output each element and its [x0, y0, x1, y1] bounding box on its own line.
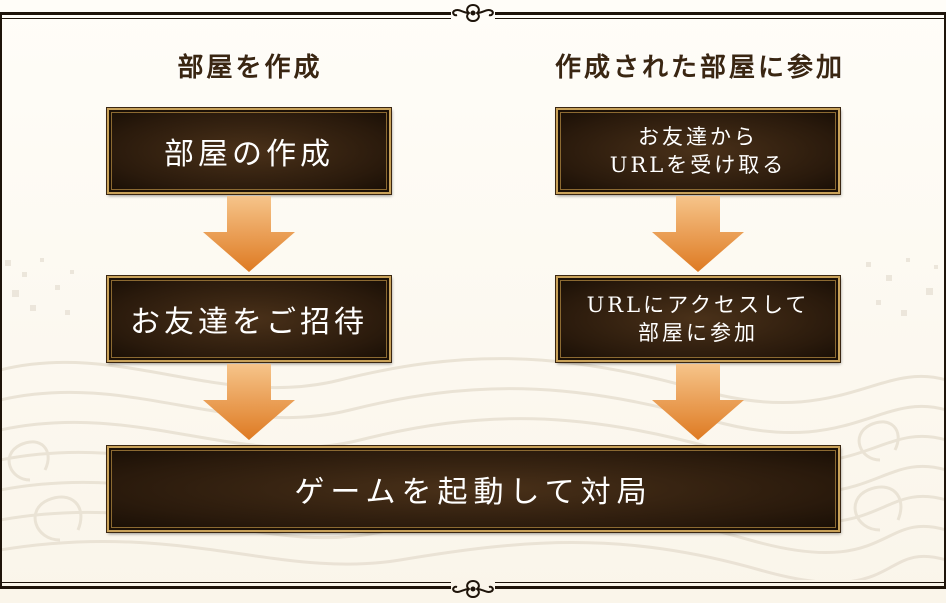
receive-url-step: お友達から URLを受け取る [555, 107, 841, 195]
down-arrow-icon [203, 196, 295, 272]
decorative-squares-right [866, 258, 938, 316]
join-room-heading: 作成された部屋に参加 [554, 53, 845, 83]
start-game-step: ゲームを起動して対局 [106, 445, 841, 533]
receive-url-step-line2: URLを受け取る [609, 153, 787, 177]
ornament-bottom-icon [451, 578, 495, 600]
down-arrow-icon [203, 364, 295, 440]
receive-url-step-line1: お友達から [638, 125, 758, 149]
create-room-step-label: 部屋の作成 [164, 137, 334, 172]
access-url-step-line2: 部屋に参加 [638, 321, 758, 345]
access-url-step-line1: URLにアクセスして [586, 293, 810, 317]
invite-friend-step: お友達をご招待 [106, 275, 392, 363]
decorative-squares-left [5, 258, 74, 315]
create-room-step: 部屋の作成 [106, 107, 392, 195]
create-room-heading: 部屋を作成 [177, 53, 323, 83]
right-border [944, 12, 946, 589]
invite-friend-step-label: お友達をご招待 [130, 305, 368, 340]
access-url-step: URLにアクセスして 部屋に参加 [555, 275, 841, 363]
down-arrow-icon [652, 364, 744, 440]
left-border [0, 12, 2, 589]
down-arrow-icon [652, 196, 744, 272]
ornament-top-icon [451, 2, 495, 24]
start-game-step-label: ゲームを起動して対局 [294, 475, 653, 510]
